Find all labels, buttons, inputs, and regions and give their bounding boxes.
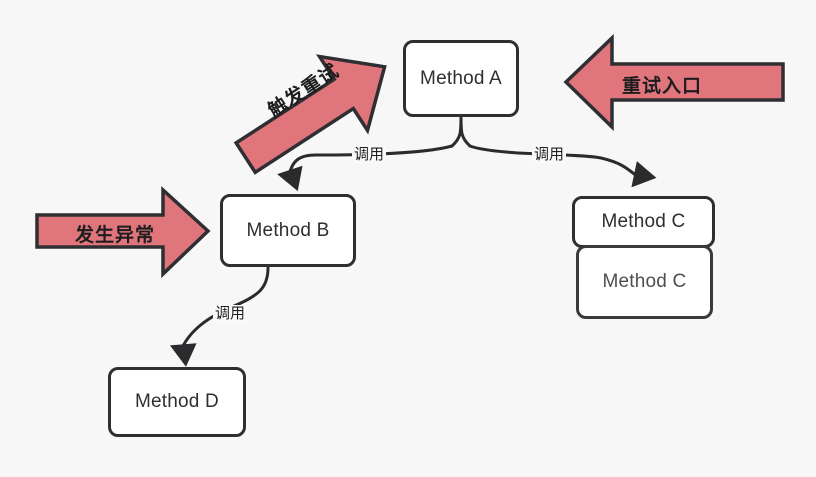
edge-a-to-c — [468, 144, 657, 188]
node-method-d[interactable]: Method D — [108, 367, 246, 437]
edge-label-a-to-b: 调用 — [352, 146, 387, 164]
node-label: Method B — [246, 219, 330, 241]
node-method-a[interactable]: Method A — [403, 40, 519, 117]
node-label: Method D — [135, 391, 219, 412]
edge-label-b-to-d: 调用 — [213, 305, 248, 323]
node-method-c-bottom[interactable]: Method C — [576, 245, 713, 319]
edge-label-a-to-c: 调用 — [532, 146, 567, 164]
edge-a-to-b — [277, 144, 454, 192]
callout-label-exception: 发生异常 — [75, 225, 156, 246]
node-method-c-top[interactable]: Method C — [572, 196, 715, 248]
callout-label-retry-entry: 重试入口 — [622, 76, 703, 97]
retry-entry-arrow — [563, 33, 785, 132]
node-method-b[interactable]: Method B — [220, 194, 356, 267]
node-label: Method C — [601, 211, 686, 232]
trigger-retry-arrow — [233, 54, 387, 175]
node-label: Method A — [420, 67, 502, 89]
node-label: Method C — [602, 271, 687, 292]
edge-a-stem-right — [459, 115, 472, 148]
exception-arrow — [35, 186, 211, 279]
